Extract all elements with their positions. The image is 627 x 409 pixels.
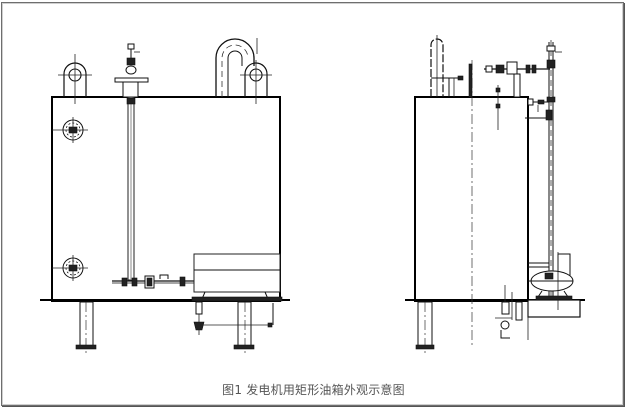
- front-dipstick-pipe: [114, 43, 149, 281]
- front-flange-lower: [52, 255, 88, 281]
- front-leg-right: [233, 301, 255, 355]
- side-leg: [415, 301, 435, 355]
- front-lifting-lug-right: [240, 60, 272, 104]
- side-breather-pipe: [430, 35, 464, 97]
- front-view: [40, 38, 290, 355]
- side-vertical-pipe: [525, 40, 562, 300]
- front-equipment-box: [191, 253, 283, 302]
- side-dipstick: [468, 63, 473, 98]
- front-lifting-lug-left: [58, 54, 92, 104]
- side-tank-body: [414, 96, 529, 302]
- side-top-valve-assembly: [484, 61, 550, 130]
- front-outlet-pipe: [112, 274, 194, 289]
- front-drain-valve: [193, 301, 274, 335]
- side-drain-valve: [495, 285, 529, 340]
- side-pump-motor: [527, 252, 581, 318]
- front-leg-left: [75, 301, 97, 355]
- side-view: [405, 35, 585, 355]
- figure-caption: 图1 发电机用矩形油箱外观示意图: [222, 383, 405, 397]
- front-breather-pipe: [215, 38, 258, 97]
- front-flange-upper: [52, 117, 88, 143]
